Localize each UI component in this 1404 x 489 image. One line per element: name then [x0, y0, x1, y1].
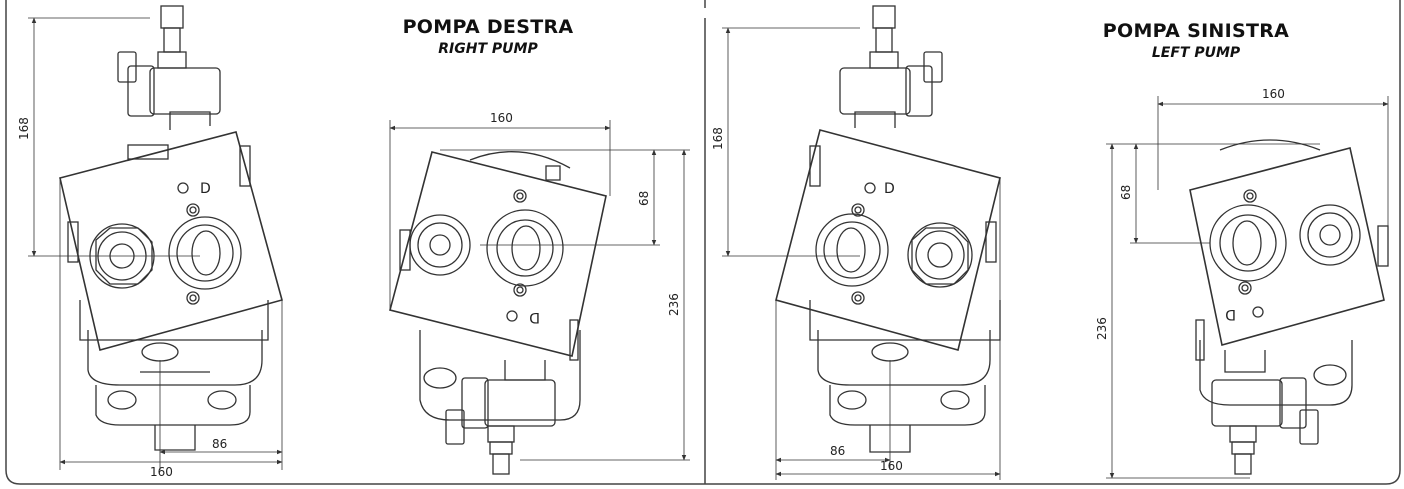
- left-side-dimensions: [722, 27, 1001, 480]
- left-pump-title-italian: POMPA SINISTRA: [1102, 20, 1290, 42]
- right-top-dimensions: [389, 120, 690, 461]
- right-pump-side-view: [59, 5, 283, 451]
- left-side-dim-height: 168: [711, 127, 725, 150]
- right-top-port-label: D: [529, 309, 540, 325]
- sheet-border: [5, 0, 1401, 485]
- right-pump-top-view: [389, 151, 607, 475]
- left-pump-title-english: LEFT PUMP: [1151, 45, 1241, 61]
- left-pump-side-view: [775, 5, 1001, 453]
- left-top-dim-width: 160: [1262, 87, 1285, 101]
- left-top-dim-height: 236: [1095, 317, 1109, 340]
- left-top-dim-offset: 68: [1119, 185, 1133, 200]
- right-pump-title: POMPA DESTRA RIGHT PUMP: [388, 16, 588, 57]
- left-pump-top-view: [1189, 139, 1389, 475]
- right-side-port-label: D: [200, 181, 211, 197]
- right-side-dim-width: 160: [150, 465, 173, 479]
- right-top-dim-width: 160: [490, 111, 513, 125]
- right-pump-title-english: RIGHT PUMP: [438, 41, 538, 57]
- left-side-dim-offset: 86: [830, 444, 845, 458]
- right-top-dim-height: 236: [667, 293, 681, 316]
- left-side-dim-width: 160: [880, 459, 903, 473]
- right-side-dim-height: 168: [17, 117, 31, 140]
- left-side-port-label: D: [884, 181, 895, 197]
- left-pump-title: POMPA SINISTRA LEFT PUMP: [1096, 20, 1296, 61]
- left-top-dimensions: [1106, 96, 1389, 479]
- left-top-port-label: D: [1225, 306, 1236, 322]
- right-top-dim-offset: 68: [637, 191, 651, 206]
- right-pump-title-italian: POMPA DESTRA: [402, 16, 574, 38]
- right-side-dimensions: [28, 17, 283, 470]
- right-side-dim-offset: 86: [212, 437, 227, 451]
